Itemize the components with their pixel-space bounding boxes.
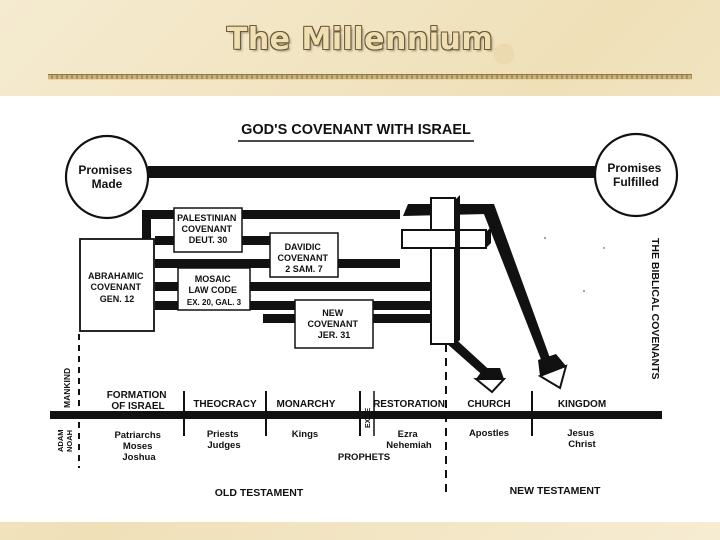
- svg-text:DAVIDIC COVENANT 2: DAVIDIC COVENANT 2 SAM. 7: [277, 242, 330, 274]
- era-label: RESTORATION: [373, 399, 445, 410]
- prophets-label: PROPHETS: [338, 452, 390, 463]
- exile-label: EXILE: [365, 407, 372, 428]
- covenant-reference: JER. 31: [318, 330, 351, 340]
- abrahamic-covenant-box: ABRAHAMIC COVENANT GEN. 12: [79, 238, 155, 332]
- covenant-diagram: GOD'S COVENANT WITH ISRAEL Promises Made…: [0, 96, 720, 522]
- noah-label: NOAH: [65, 430, 74, 452]
- svg-text:Ezra Nehemiah: Ezra Nehemiah: [386, 429, 432, 451]
- covenant-label: COVENANT: [90, 282, 141, 292]
- figure-label: Patriarchs: [114, 430, 160, 441]
- era-label: CHURCH: [467, 399, 510, 410]
- promises-made-label: Promises: [78, 163, 132, 177]
- covenant-label: LAW CODE: [188, 285, 237, 295]
- timeline-ticks: [183, 391, 533, 436]
- side-title: THE BIBLICAL COVENANTS: [649, 238, 661, 380]
- era-label: FORMATION: [107, 390, 167, 401]
- svg-text:Promises Fulfilled: Promises Fulfilled: [607, 161, 664, 189]
- svg-text:PALESTINIAN COVENANT: PALESTINIAN COVENANT DEUT. 30: [177, 213, 239, 245]
- new-covenant-box: NEW COVENANT JER. 31: [294, 299, 374, 349]
- timeline-bar: [50, 411, 662, 419]
- figure-label: Priests: [207, 429, 239, 440]
- figure-label: Ezra: [398, 429, 419, 440]
- covenant-reference: GEN. 12: [100, 294, 135, 304]
- promises-fulfilled-label: Fulfilled: [613, 175, 659, 189]
- scan-specks: [544, 237, 605, 292]
- covenant-label: COVENANT: [277, 253, 328, 263]
- slide-title: The Millennium: [226, 22, 494, 57]
- promises-made-label: Made: [92, 177, 123, 191]
- figure-label: Apostles: [469, 428, 509, 439]
- svg-text:ABRAHAMIC COVENANT: ABRAHAMIC COVENANT GEN. 12: [88, 271, 146, 304]
- title-divider: [48, 74, 692, 80]
- promises-fulfilled-label: Promises: [607, 161, 661, 175]
- era-label: THEOCRACY: [193, 399, 257, 410]
- promise-bar: [148, 166, 595, 178]
- figure-label: Christ: [568, 439, 596, 450]
- svg-text:Promises Made: Promises Made: [78, 163, 135, 191]
- covenant-reference: EX. 20, GAL. 3: [187, 298, 242, 307]
- figure-label: Nehemiah: [386, 440, 432, 451]
- svg-text:Patriarchs Moses Joshu: Patriarchs Moses Joshua: [114, 430, 163, 463]
- covenant-label: COVENANT: [307, 319, 358, 329]
- kingdom-path: [480, 204, 550, 362]
- svg-text:FORMATION OF ISRAEL: FORMATION OF ISRAEL: [107, 390, 170, 412]
- covenant-label: MOSAIC: [195, 274, 232, 284]
- figure-label: Kings: [292, 429, 318, 440]
- mosaic-covenant-box: MOSAIC LAW CODE EX. 20, GAL. 3: [177, 267, 251, 311]
- diagram-heading: GOD'S COVENANT WITH ISRAEL: [241, 122, 471, 138]
- figure-label: Joshua: [122, 452, 156, 463]
- old-testament-label: OLD TESTAMENT: [215, 487, 304, 499]
- covenant-label: ABRAHAMIC: [88, 271, 144, 281]
- covenant-label: COVENANT: [181, 224, 232, 234]
- covenant-label: DAVIDIC: [285, 242, 322, 252]
- new-testament-label: NEW TESTAMENT: [510, 485, 601, 497]
- svg-text:NEW COVENANT JER.: NEW COVENANT JER. 31: [307, 308, 360, 340]
- figure-label: Moses: [123, 441, 153, 452]
- svg-text:Jesus Christ: Jesus Christ: [567, 428, 597, 450]
- davidic-covenant-box: DAVIDIC COVENANT 2 SAM. 7: [269, 232, 339, 278]
- kingdom-arrow-icon: [537, 354, 568, 390]
- covenant-label: PALESTINIAN: [177, 213, 236, 223]
- adam-label: ADAM: [56, 430, 65, 453]
- covenant-reference: DEUT. 30: [189, 235, 228, 245]
- cross-icon: [401, 195, 491, 345]
- era-label: MONARCHY: [277, 399, 336, 410]
- era-label: OF ISRAEL: [111, 401, 164, 412]
- covenant-label: NEW: [322, 308, 344, 318]
- palestinian-covenant-box: PALESTINIAN COVENANT DEUT. 30: [173, 207, 243, 253]
- era-label: KINGDOM: [558, 399, 606, 410]
- figure-label: Judges: [207, 440, 240, 451]
- mankind-label: MANKIND: [62, 368, 72, 408]
- svg-text:Priests Judges: Priests Judges: [207, 429, 241, 451]
- covenant-reference: 2 SAM. 7: [285, 264, 323, 274]
- figure-label: Jesus: [567, 428, 594, 439]
- svg-text:MOSAIC LAW CODE EX: MOSAIC LAW CODE EX. 20, GAL. 3: [187, 274, 242, 307]
- church-arrow-icon: [473, 368, 507, 394]
